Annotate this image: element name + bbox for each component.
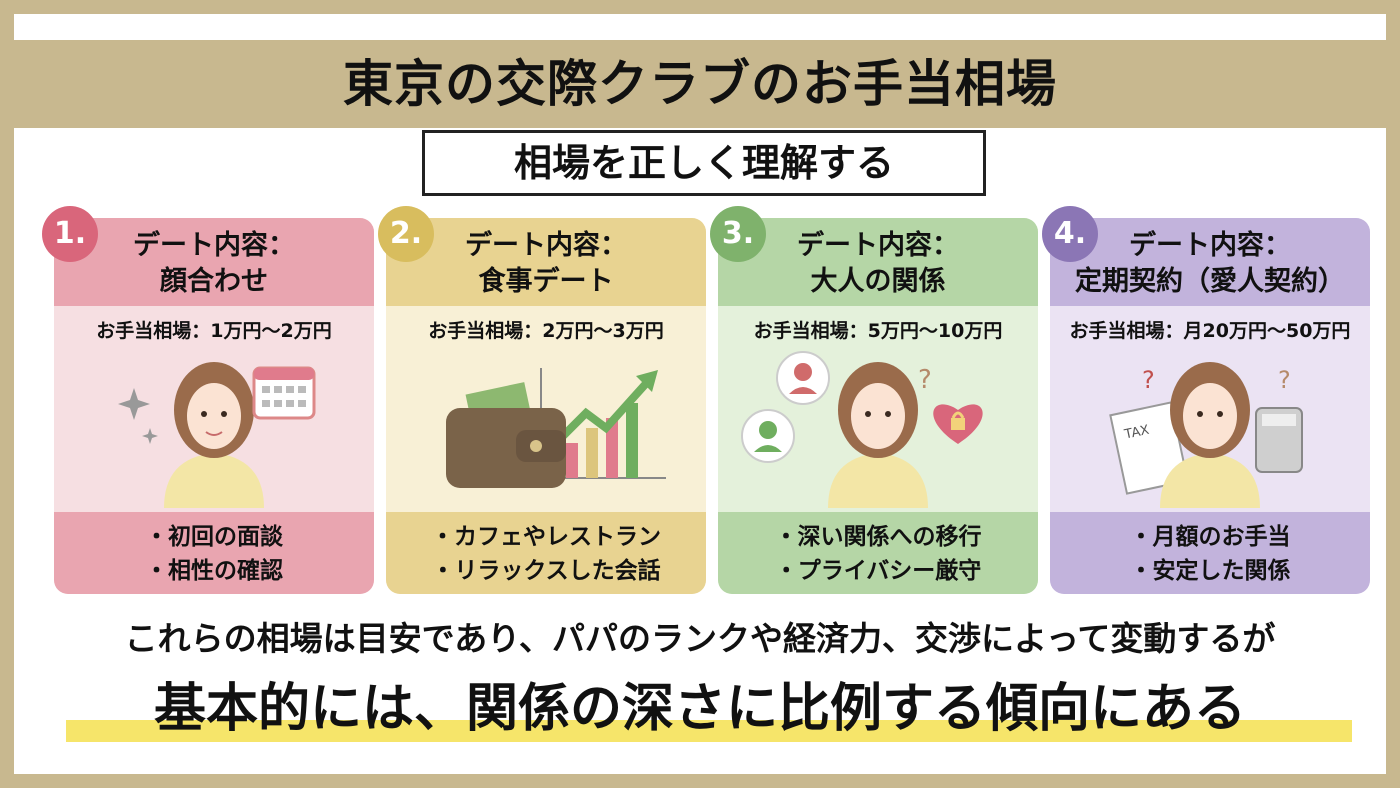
card-2-bullet-2: ・リラックスした会話	[431, 558, 661, 584]
svg-text:?: ?	[918, 365, 932, 395]
card-3-bullet-1: ・深い関係への移行	[774, 524, 982, 550]
card-3-heading: デート内容： 大人の関係	[718, 218, 1038, 306]
card-1-bullets: ・初回の面談 ・相性の確認	[54, 512, 374, 594]
heart-lock-icon	[933, 404, 983, 444]
card-1: デート内容： 顔合わせ お手当相場：1万円〜2万円 ・初回の面談 ・相性の確認	[54, 218, 374, 594]
card-3-illustration: ?	[741, 351, 983, 508]
svg-text:?: ?	[1278, 366, 1291, 394]
svg-text:?: ?	[1142, 366, 1155, 394]
tax-label: TAX	[1122, 423, 1150, 443]
wallet-icon	[446, 382, 566, 488]
card-4-bullet-1: ・月額のお手当	[1129, 524, 1291, 550]
conclusion-highlight	[66, 720, 1352, 742]
page-title: 東京の交際クラブのお手当相場	[343, 55, 1057, 113]
card-4-heading-line2: 定期契約（愛人契約）	[1075, 266, 1345, 297]
card-3-bullets: ・深い関係への移行 ・プライバシー厳守	[718, 512, 1038, 594]
card-2-range: お手当相場：2万円〜3万円	[428, 320, 664, 342]
subtitle-box: 相場を正しく理解する	[422, 130, 986, 196]
tax-document-icon: TAX	[1109, 401, 1189, 495]
card-2-heading-line2: 食事デート	[478, 266, 614, 297]
card-1-range: お手当相場：1万円〜2万円	[96, 320, 332, 342]
card-2-bullet-1: ・カフェやレストラン	[431, 524, 661, 550]
woman-illustration	[1160, 362, 1260, 508]
card-4-illustration: TAX ? ?	[1109, 362, 1303, 508]
footer-note: これらの相場は目安であり、パパのランクや経済力、交渉によって変動するが	[124, 619, 1276, 658]
calculator-icon	[1255, 407, 1303, 473]
card-3-heading-line1: デート内容：	[797, 230, 959, 261]
card-3-heading-line2: 大人の関係	[810, 266, 946, 297]
card-1-heading: デート内容： 顔合わせ	[54, 218, 374, 306]
card-3-number-badge: 3.	[710, 206, 766, 262]
card-4-number-badge: 4.	[1042, 206, 1098, 262]
card-4-bullet-2: ・安定した関係	[1129, 558, 1291, 584]
card-3-range: お手当相場：5万円〜10万円	[753, 320, 1003, 342]
card-2-bullets: ・カフェやレストラン ・リラックスした会話	[386, 512, 706, 594]
card-4-heading-line1: デート内容：	[1129, 230, 1291, 261]
woman-illustration	[828, 362, 928, 508]
footer-conclusion: 基本的には、関係の深さに比例する傾向にある	[153, 679, 1246, 739]
card-2: デート内容： 食事デート お手当相場：2万円〜3万円 ・カフェやレストラン ・リ…	[386, 218, 706, 594]
card-4-range: お手当相場：月20万円〜50万円	[1069, 320, 1351, 342]
card-4: デート内容： 定期契約（愛人契約） お手当相場：月20万円〜50万円 TAX ?…	[1050, 218, 1370, 594]
card-3-bullet-2: ・プライバシー厳守	[774, 558, 982, 584]
woman-illustration	[164, 362, 264, 508]
card-4-heading: デート内容： 定期契約（愛人契約）	[1050, 218, 1370, 306]
calendar-icon	[252, 366, 316, 420]
card-2-heading-line1: デート内容：	[465, 230, 627, 261]
card-1-illustration	[118, 362, 316, 508]
card-1-heading-line2: 顔合わせ	[160, 266, 268, 297]
card-4-bullets: ・月額のお手当 ・安定した関係	[1050, 512, 1370, 594]
card-1-number-badge: 1.	[42, 206, 98, 262]
card-3: デート内容： 大人の関係 お手当相場：5万円〜10万円 ? ・深い関係への移行 …	[718, 218, 1038, 594]
card-2-number-badge: 2.	[378, 206, 434, 262]
person-bubble-icon	[741, 351, 830, 463]
card-1-bullet-1: ・初回の面談	[145, 524, 283, 550]
card-1-bullet-2: ・相性の確認	[145, 558, 283, 584]
sparkle-icon	[118, 388, 158, 444]
title-band	[14, 40, 1386, 128]
card-1-heading-line1: デート内容：	[133, 230, 295, 261]
card-2-heading: デート内容： 食事デート	[386, 218, 706, 306]
card-2-illustration	[446, 368, 666, 488]
